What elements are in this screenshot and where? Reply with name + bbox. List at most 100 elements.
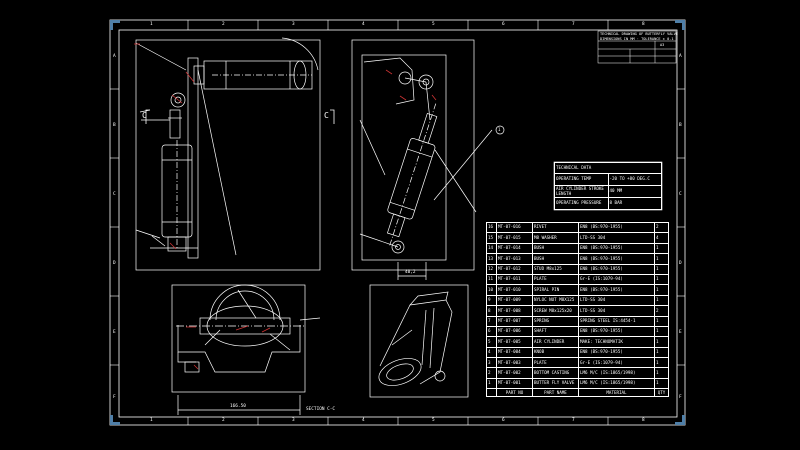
table-cell: 1 — [654, 294, 669, 307]
zone-row-label: F — [113, 395, 116, 400]
table-cell: 8 — [486, 305, 497, 317]
zone-column-label: 6 — [502, 418, 505, 423]
table-cell: 7 — [486, 315, 497, 327]
zone-row-label: D — [679, 261, 682, 266]
table-cell: LM6 M/C (IS:1865/1998) — [578, 377, 655, 390]
table-cell: 4 — [486, 346, 497, 359]
table-cell: MT-07-004 — [496, 346, 533, 359]
zone-column-label: 8 — [642, 418, 645, 423]
table-cell: 11 — [486, 273, 497, 286]
table-cell: RIVET — [532, 221, 579, 234]
zone-row-label: C — [679, 192, 682, 197]
zone-row-label: E — [113, 330, 116, 335]
table-cell: 1 — [654, 253, 669, 265]
table-cell: 1 — [654, 336, 669, 348]
table-cell: 1 — [654, 346, 669, 359]
table-cell: MT-07-014 — [496, 242, 533, 255]
zone-row-label: C — [113, 192, 116, 197]
table-cell: 10 — [486, 284, 497, 296]
section-marks — [145, 109, 335, 124]
table-cell: PLATE — [532, 273, 579, 286]
section-hatch — [186, 325, 271, 370]
table-cell: 1 — [654, 315, 669, 327]
table-cell: MT-07-016 — [496, 221, 533, 234]
table-cell: 14 — [486, 242, 497, 255]
table-cell: SCREW M8x125x20 — [532, 305, 579, 317]
table-cell: MT-07-006 — [496, 325, 533, 338]
zone-column-label: 3 — [292, 418, 295, 423]
table-header-cell: PART NAME — [532, 388, 579, 398]
zone-column-label: 3 — [292, 22, 295, 27]
table-cell: NYLOC NUT M8X125 — [532, 294, 579, 307]
tech-value: 8 BAR — [607, 197, 662, 210]
table-cell: 1 — [654, 263, 669, 275]
zone-row-label: E — [679, 330, 682, 335]
table-cell: 1 — [486, 377, 497, 390]
table-cell: 2 — [654, 221, 669, 234]
zone-column-label: 8 — [642, 22, 645, 27]
table-cell: BUSH — [532, 253, 579, 265]
cut-mark-left: C — [142, 111, 147, 120]
zone-column-label: 4 — [362, 418, 365, 423]
table-cell: SPRING — [532, 315, 579, 327]
table-cell: KNOB — [532, 346, 579, 359]
tech-label: AIR CYLINDER STROKE LENGTH — [554, 185, 609, 198]
table-cell: 12 — [486, 263, 497, 275]
tech-data-header: TECHNICAL DATA — [554, 162, 662, 174]
table-cell: M8 WASHER — [532, 232, 579, 244]
zone-row-label: F — [679, 395, 682, 400]
table-cell: SHAFT — [532, 325, 579, 338]
table-cell: MT-07-011 — [496, 273, 533, 286]
table-cell: SPRING STEEL IS:4454-1 — [578, 315, 655, 327]
table-cell: MT-07-008 — [496, 305, 533, 317]
corner-markers — [110, 20, 685, 425]
table-cell: LTD-SS 304 — [578, 294, 655, 307]
dimension-side: 40,2 — [405, 270, 416, 275]
table-cell: EN8 (BS:970-1955) — [578, 221, 655, 234]
table-header-cell: MATERIAL — [578, 388, 655, 398]
title-block — [597, 30, 677, 64]
zone-row-label: A — [113, 54, 116, 59]
table-cell: 1 — [654, 367, 669, 379]
zone-row-label: D — [113, 261, 116, 266]
table-cell: 1 — [654, 325, 669, 338]
outer-frame — [109, 19, 686, 426]
table-cell: MT-07-015 — [496, 232, 533, 244]
tech-label: OPERATING PRESSURE — [554, 197, 609, 210]
zone-column-label: 2 — [222, 22, 225, 27]
section-label: SECTION C-C — [306, 407, 336, 412]
zone-column-label: 5 — [432, 22, 435, 27]
tech-value: 40 MM — [607, 185, 662, 198]
table-cell: 3 — [486, 357, 497, 369]
table-cell: 2 — [486, 367, 497, 379]
table-cell: 1 — [654, 273, 669, 286]
table-cell: MT-07-001 — [496, 377, 533, 390]
zone-column-label: 7 — [572, 22, 575, 27]
tech-value: -20 TO +80 DEG.C — [607, 173, 662, 186]
table-cell: LTD-SS 304 — [578, 232, 655, 244]
table-cell: BUSH — [532, 242, 579, 255]
zone-column-label: 6 — [502, 22, 505, 27]
table-cell: EN8 (BS:970-1955) — [578, 325, 655, 338]
zone-row-label: A — [679, 54, 682, 59]
table-cell: BOTTOM CASTING — [532, 367, 579, 379]
table-cell: EN8 (BS:970-1955) — [578, 284, 655, 296]
table-cell: 5 — [486, 336, 497, 348]
table-cell: LTD-SS 304 — [578, 305, 655, 317]
zone-column-label: 4 — [362, 22, 365, 27]
table-cell: PLATE — [532, 357, 579, 369]
table-cell: 1 — [654, 377, 669, 390]
title-line-2: DIMENSIONS IN MM · TOLERANCE ± 0.1 — [600, 37, 674, 41]
table-cell: MT-07-005 — [496, 336, 533, 348]
front-view — [135, 37, 321, 271]
zone-row-label: B — [679, 123, 682, 128]
table-cell: EN8 (BS:970-1955) — [578, 242, 655, 255]
table-cell: MT-07-013 — [496, 253, 533, 265]
